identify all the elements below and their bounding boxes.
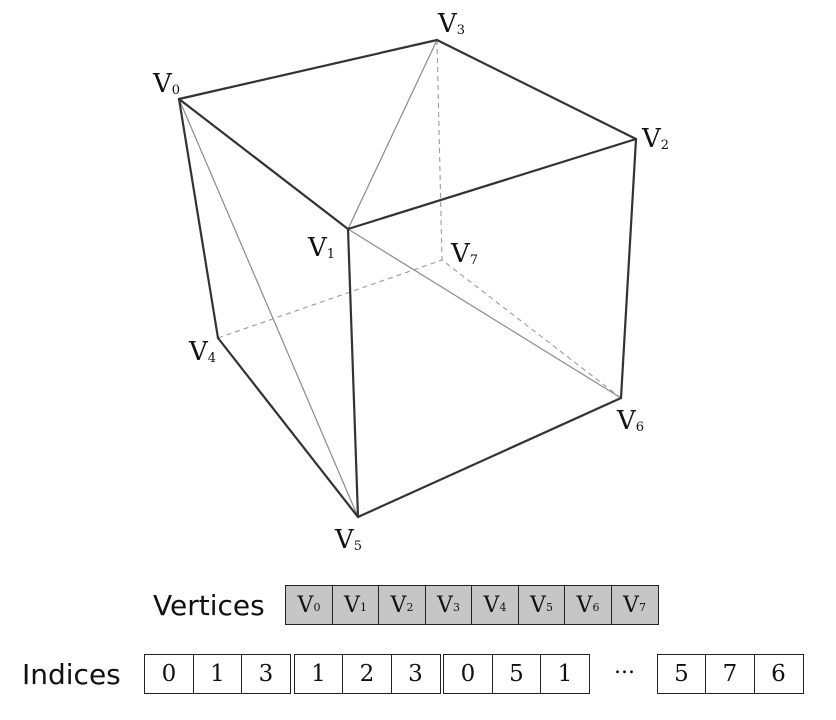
vertex-label-v1: V1	[307, 233, 335, 263]
index-cell: 1	[192, 654, 243, 694]
index-cell: 5	[491, 654, 542, 694]
edge-v1-v5	[346, 227, 360, 519]
diagonal-edge-v1-v6	[347, 228, 622, 399]
edge-v6-v2	[619, 137, 638, 400]
index-cell: 7	[705, 654, 755, 694]
index-cell: 1	[293, 654, 344, 694]
edge-v4-v5	[216, 336, 360, 519]
cube-edges	[177, 38, 638, 519]
hidden-edge-v6-v7	[441, 259, 622, 399]
edge-v5-v6	[356, 396, 623, 519]
hidden-edge-v3-v7	[436, 39, 443, 261]
index-cell: 3	[390, 654, 441, 694]
index-cell: 3	[241, 654, 291, 694]
vertex-label-v5: V5	[334, 525, 362, 555]
vertex-label-v2: V2	[641, 124, 669, 154]
indices-label: Indices	[22, 657, 121, 691]
vertex-label-v7: V7	[450, 239, 478, 269]
vertex-label-v0: V0	[152, 69, 180, 99]
diagonal-edge-v0-v5	[178, 98, 359, 518]
index-cell: 5	[656, 654, 707, 694]
edge-v2-v1	[346, 137, 638, 231]
vertex-label-v3: V3	[437, 9, 465, 39]
index-cell: 2	[342, 654, 392, 694]
index-cell: 6	[753, 654, 804, 694]
vertex-label-v4: V4	[188, 337, 216, 367]
edge-v3-v2	[435, 38, 638, 141]
vertices-label: Vertices	[153, 588, 265, 622]
edge-v1-v0	[177, 97, 350, 231]
indices-ellipsis: ...	[614, 654, 635, 679]
index-cell: 1	[540, 654, 590, 694]
diagonal-edge-v1-v3	[347, 39, 438, 230]
index-cell: 0	[443, 654, 493, 694]
hidden-edge-v4-v7	[217, 259, 443, 339]
index-cell: 0	[144, 654, 194, 694]
vertex-label-v6: V6	[616, 406, 644, 436]
edge-v0-v4	[177, 97, 220, 340]
edge-v0-v3	[177, 38, 439, 101]
